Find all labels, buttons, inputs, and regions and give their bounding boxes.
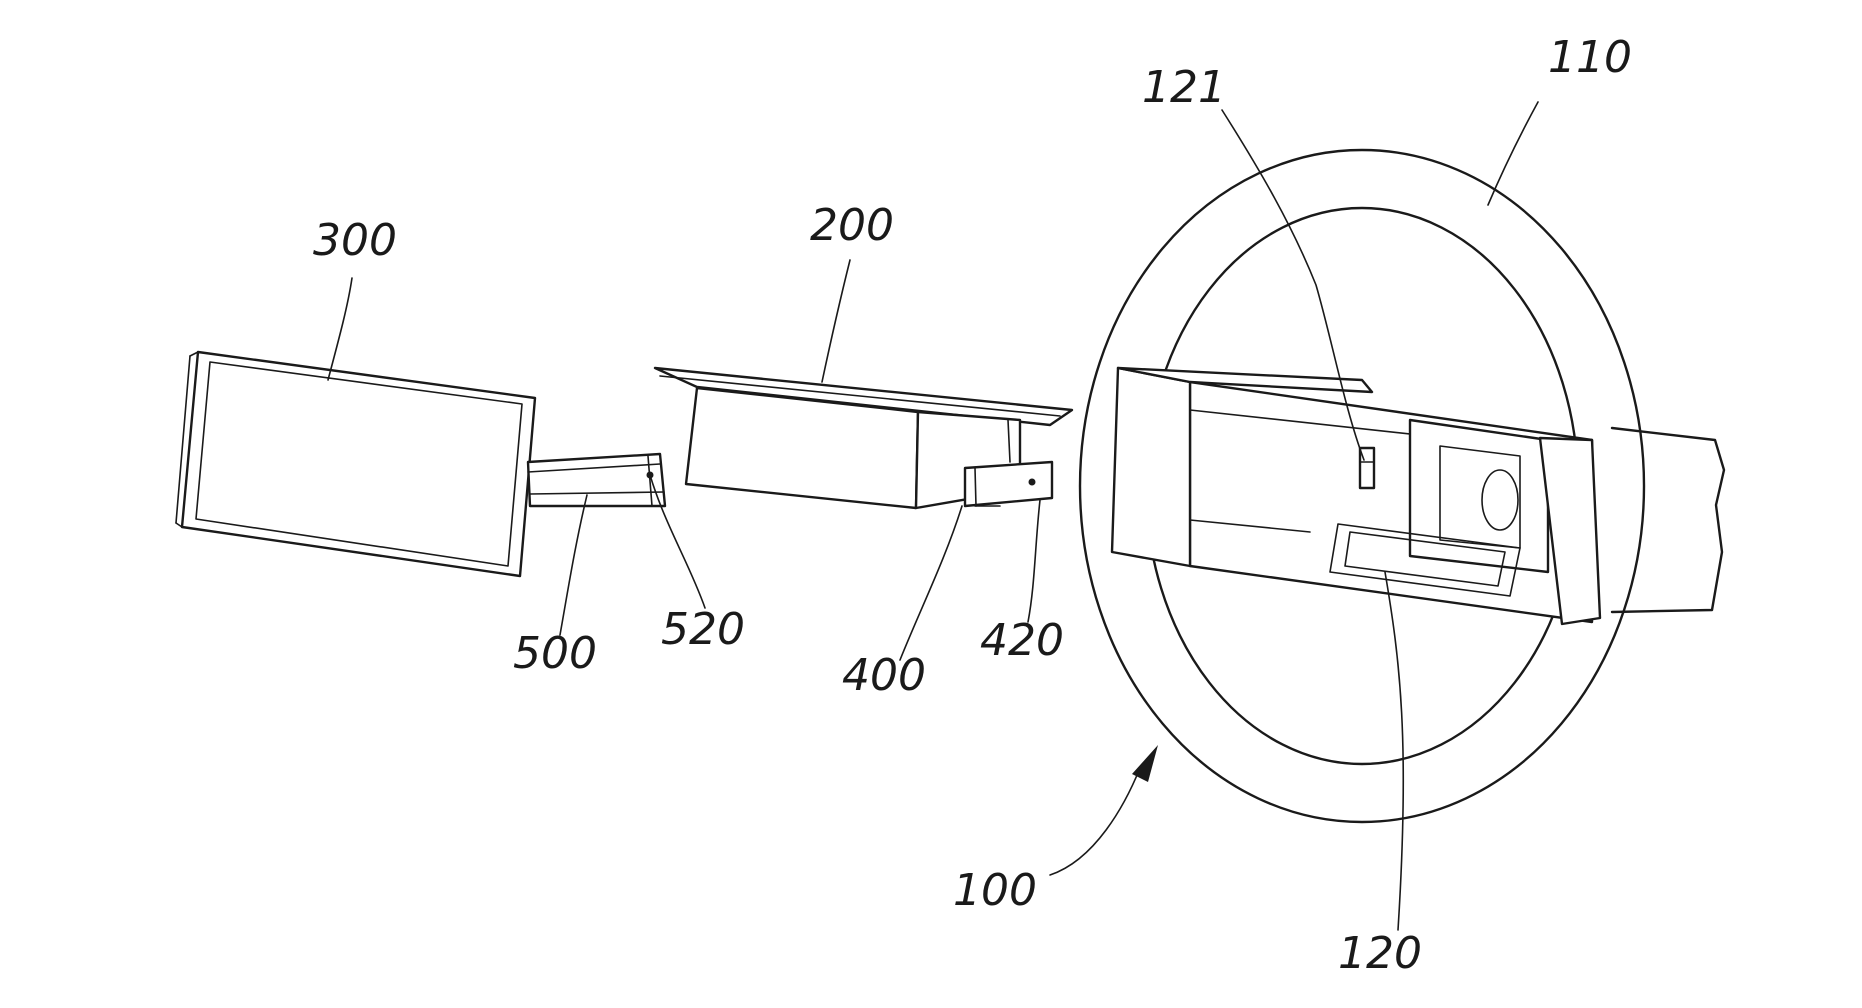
hub-left-top [1116,366,1374,394]
assembly-arrow-head [1132,745,1158,782]
housing-bracket-body [963,460,1054,508]
display-bracket [526,452,667,508]
display-unit [175,350,537,578]
label-hub: 120 [1338,928,1422,979]
reference-labels: 300 200 110 121 500 520 400 420 100 120 [313,32,1632,979]
label-rim: 110 [1548,32,1632,83]
steering-column [1610,426,1726,614]
leader-lines [327,101,1539,931]
label-housing-bracket-hole: 420 [980,615,1064,666]
display-screen [195,361,523,567]
label-housing: 200 [810,200,894,251]
wheel-rim-outer [1078,148,1646,824]
hub-right-end [1538,436,1602,626]
display-bracket-body [526,452,667,508]
hub-lock-cylinder [1481,469,1519,531]
wheel-hub [1110,366,1602,626]
hub-left-end [1110,366,1192,568]
label-display: 300 [313,215,397,266]
label-steering-wheel-assembly: 100 [953,865,1037,916]
housing-bracket [963,460,1054,508]
housing-bracket-hole [1028,478,1036,486]
label-display-bracket-hole: 520 [661,604,745,655]
label-housing-bracket: 400 [842,650,926,701]
label-display-bracket: 500 [513,628,597,679]
steering-wheel [1049,148,1726,876]
housing-unit [653,366,1074,510]
hub-lock-recess [1408,418,1550,574]
display-frame [180,350,537,578]
label-hub-opening: 121 [1142,62,1226,113]
